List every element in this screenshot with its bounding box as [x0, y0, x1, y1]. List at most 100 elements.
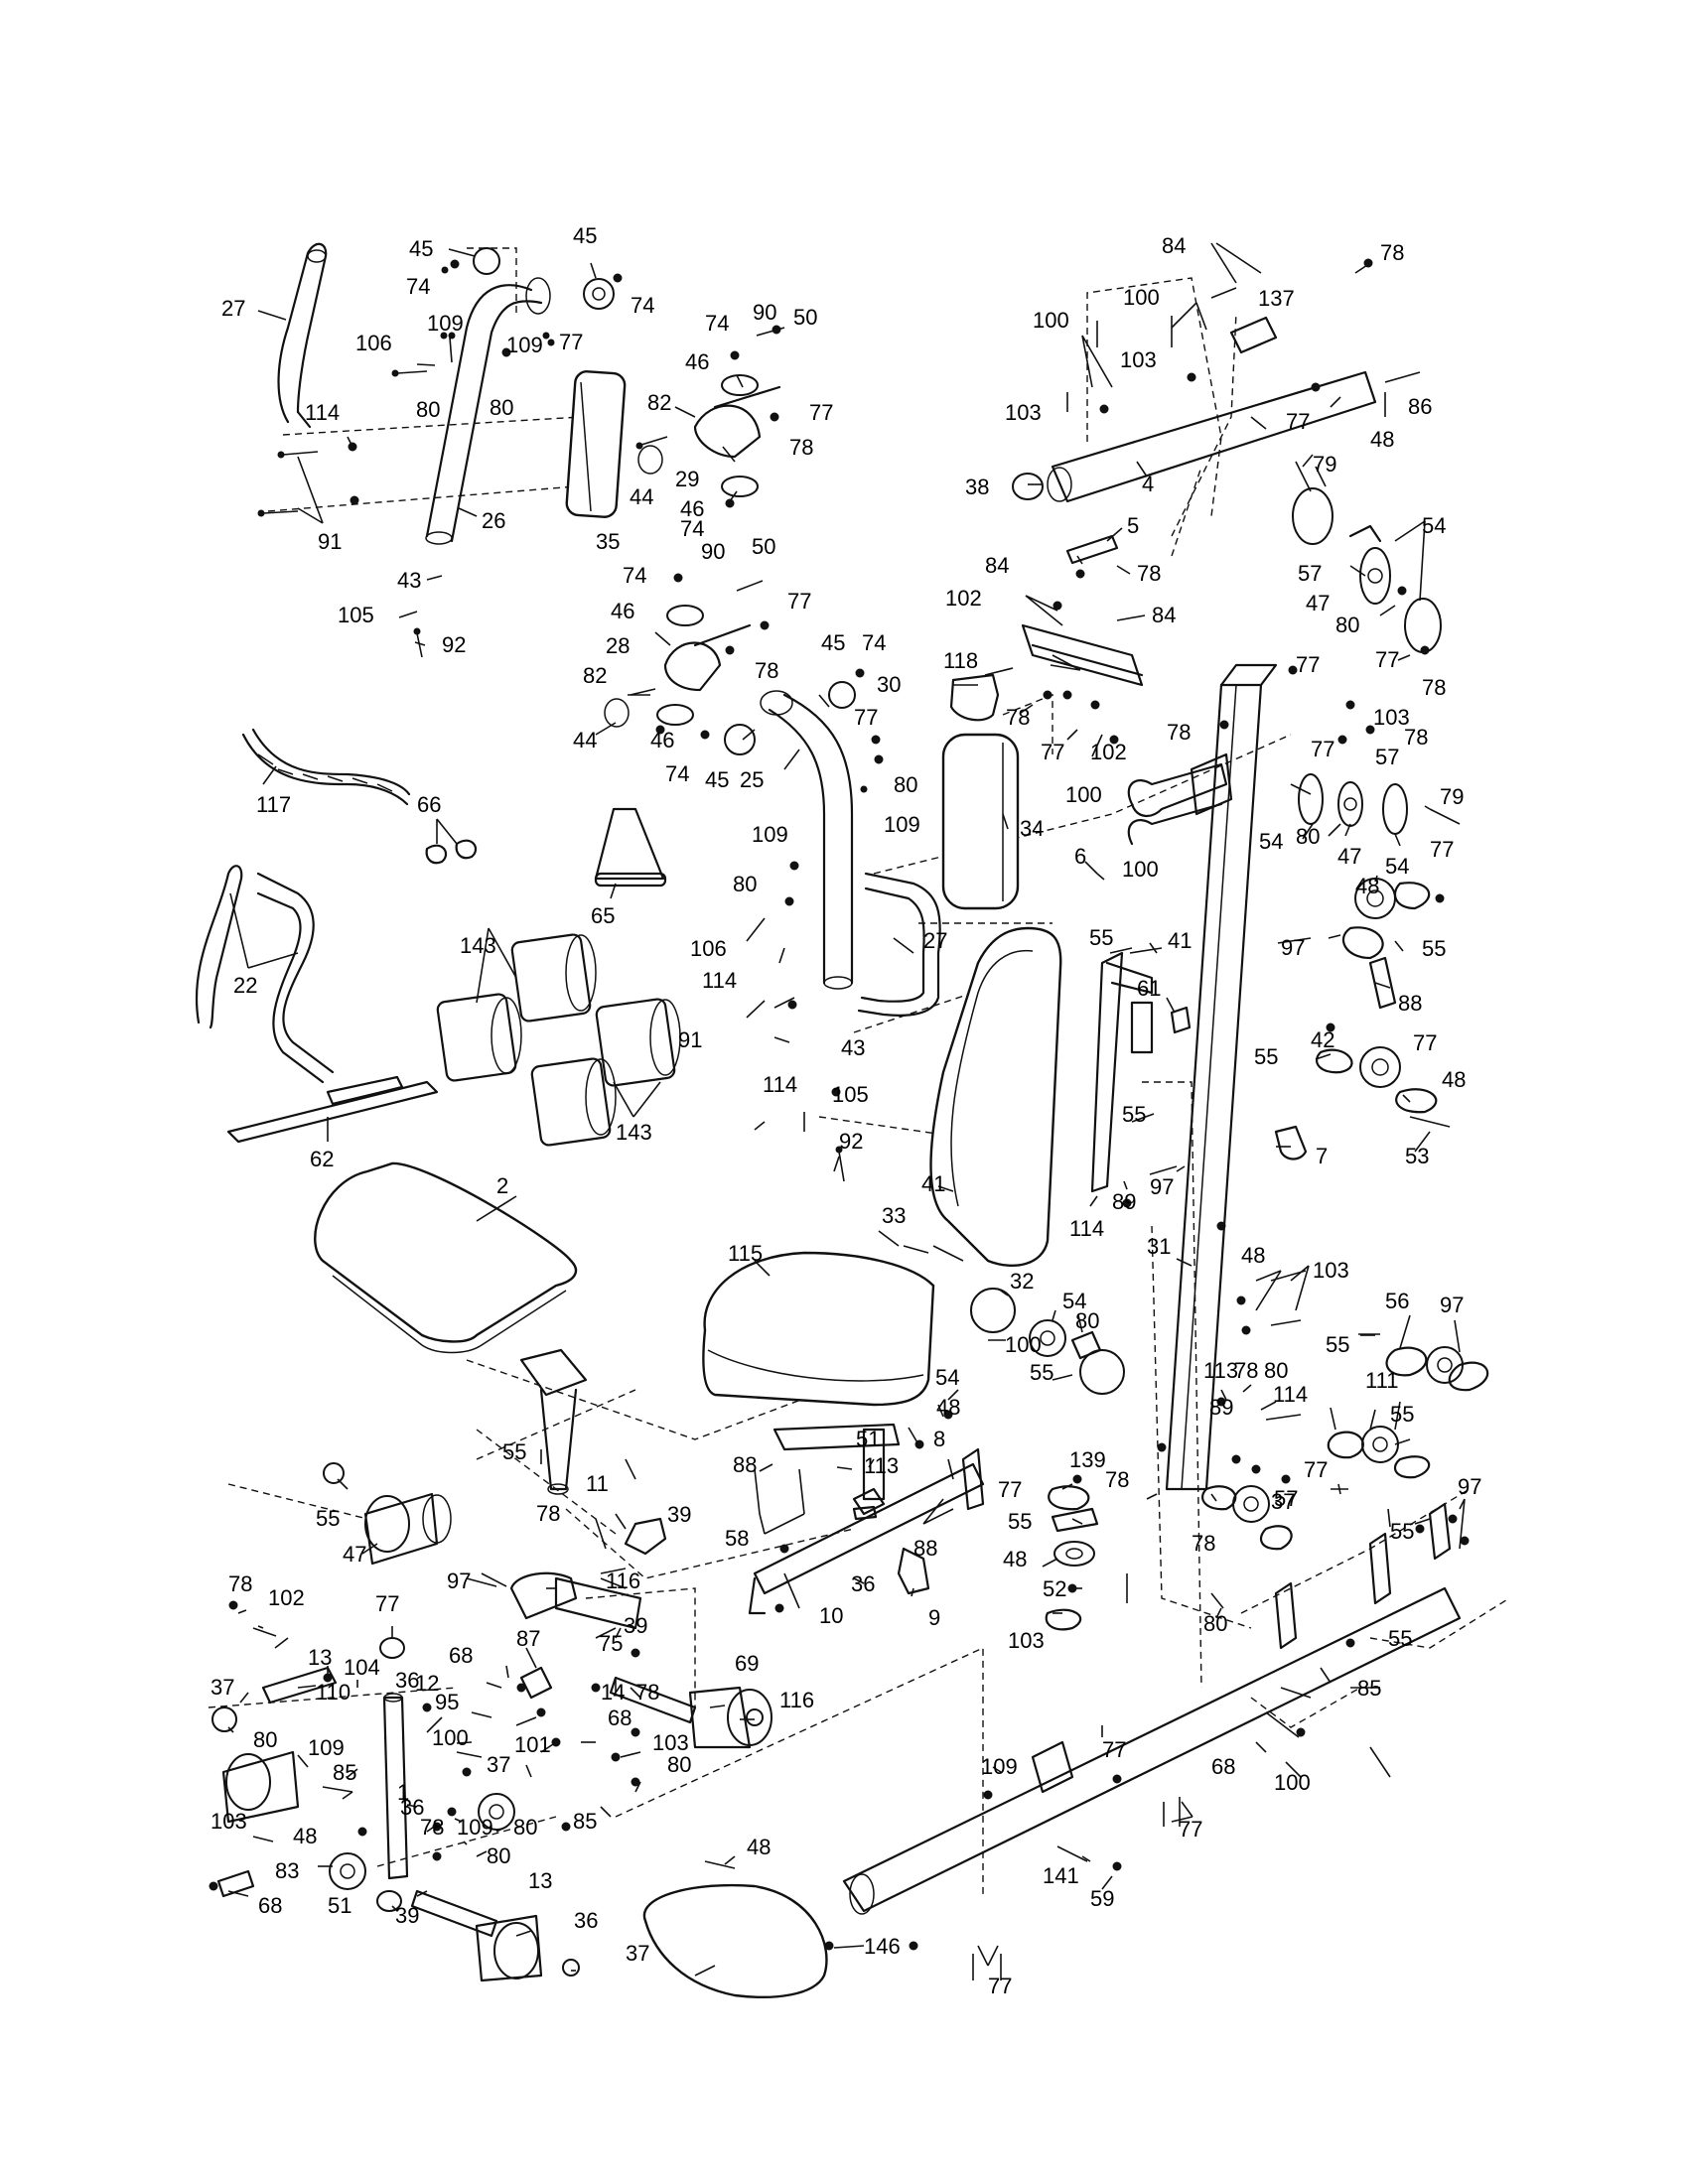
callout-label: 80	[1264, 1358, 1288, 1383]
callout-label: 109	[308, 1735, 345, 1760]
callout-label: 51	[328, 1893, 351, 1918]
callout-label: 77	[1430, 837, 1454, 862]
callout-label: 118	[943, 648, 978, 673]
callout-label: 103	[1008, 1628, 1045, 1653]
callout-label: 82	[583, 663, 607, 688]
callout-label: 105	[832, 1082, 869, 1107]
callout-label: 110	[316, 1680, 351, 1705]
callout-label: 69	[735, 1651, 759, 1676]
callout-label: 65	[591, 903, 615, 928]
callout-label: 80	[253, 1727, 277, 1752]
callout-label: 80	[1335, 613, 1359, 637]
callout-label: 77	[998, 1477, 1022, 1502]
callout-label: 113	[864, 1453, 899, 1478]
callout-label: 55	[502, 1439, 526, 1464]
callout-label: 45	[573, 223, 597, 248]
callout-label: 80	[487, 1843, 510, 1868]
callout-label: 6	[1074, 844, 1086, 869]
callout-label: 41	[1168, 928, 1192, 953]
callout-label: 48	[747, 1835, 771, 1859]
callout-label: 101	[514, 1732, 551, 1757]
callout-label: 97	[1281, 935, 1305, 960]
callout-label: 33	[882, 1203, 906, 1228]
callout-label: 37	[626, 1941, 649, 1966]
callout-label: 109	[752, 822, 788, 847]
callout-label: 97	[447, 1569, 471, 1593]
callout-label: 116	[779, 1688, 814, 1712]
callout-label: 77	[1304, 1457, 1328, 1482]
callout-label: 8	[933, 1427, 945, 1451]
callout-label: 44	[573, 728, 597, 752]
callout-label: 74	[705, 311, 729, 336]
callout-label: 13	[308, 1645, 332, 1670]
callout-label: 106	[355, 331, 392, 355]
callout-label: 109	[506, 333, 543, 357]
callout-label: 12	[415, 1671, 439, 1696]
callout-label: 55	[1388, 1626, 1412, 1651]
callout-label: 54	[1062, 1289, 1086, 1313]
callout-label: 84	[1152, 603, 1176, 627]
callout-label: 106	[690, 936, 727, 961]
callout-label: 100	[1033, 308, 1069, 333]
callout-label: 42	[1311, 1027, 1334, 1052]
callout-label: 30	[877, 672, 901, 697]
callout-label: 82	[647, 390, 671, 415]
callout-label: 7	[1316, 1144, 1328, 1168]
callout-label: 48	[293, 1824, 317, 1848]
callout-label: 50	[793, 305, 817, 330]
callout-label: 61	[1137, 976, 1161, 1001]
callout-label: 77	[1179, 1817, 1202, 1842]
callout-label: 36	[400, 1795, 424, 1820]
callout-label: 77	[1102, 1737, 1126, 1762]
callout-label: 74	[406, 274, 430, 299]
callout-label: 28	[606, 633, 630, 658]
callout-label: 5	[1127, 513, 1139, 538]
callout-label: 109	[427, 311, 464, 336]
callout-label: 114	[1069, 1216, 1104, 1241]
callout-label: 48	[1370, 427, 1394, 452]
callout-label: 53	[1405, 1144, 1429, 1168]
callout-label: 39	[667, 1502, 691, 1527]
callout-label: 77	[375, 1591, 399, 1616]
callout-label: 78	[1380, 240, 1404, 265]
callout-label: 34	[1020, 816, 1044, 841]
callout-label: 114	[702, 968, 737, 993]
callout-label: 75	[599, 1631, 623, 1656]
callout-label: 57	[1298, 561, 1322, 586]
callout-label: 78	[635, 1680, 659, 1705]
callout-label: 88	[913, 1536, 937, 1561]
callout-label: 55	[1122, 1102, 1146, 1127]
callout-label: 48	[1003, 1547, 1027, 1571]
callout-label: 77	[1375, 647, 1399, 672]
callout-label: 11	[586, 1471, 609, 1496]
callout-label: 55	[1326, 1332, 1349, 1357]
callout-label: 13	[528, 1868, 552, 1893]
callout-label: 46	[650, 728, 674, 752]
callout-label: 58	[725, 1526, 749, 1551]
callout-label: 77	[854, 705, 878, 730]
callout-label: 86	[1408, 394, 1432, 419]
callout-label: 50	[752, 534, 775, 559]
parts-art	[195, 242, 1489, 1998]
callout-label: 37	[210, 1675, 234, 1700]
callout-label: 116	[606, 1569, 640, 1593]
callout-label: 43	[841, 1035, 865, 1060]
callout-label: 103	[652, 1730, 689, 1755]
callout-label: 48	[1442, 1067, 1466, 1092]
callout-label: 43	[397, 568, 421, 593]
callout-label: 80	[1075, 1308, 1099, 1333]
callout-label: 100	[1122, 857, 1159, 882]
callout-label: 100	[1005, 1332, 1042, 1357]
callout-label: 55	[1008, 1509, 1032, 1534]
callout-label: 137	[1258, 286, 1295, 311]
callout-label: 100	[1065, 782, 1102, 807]
callout-label: 78	[755, 658, 778, 683]
callout-label: 47	[1306, 591, 1330, 615]
callout-label: 79	[1313, 452, 1336, 477]
callout-label: 26	[482, 508, 505, 533]
callout-label: 48	[1355, 874, 1379, 898]
callout-label: 25	[740, 767, 764, 792]
callout-label: 32	[1010, 1269, 1034, 1294]
callout-label: 141	[1043, 1863, 1079, 1888]
callout-label: 113	[1203, 1358, 1238, 1383]
